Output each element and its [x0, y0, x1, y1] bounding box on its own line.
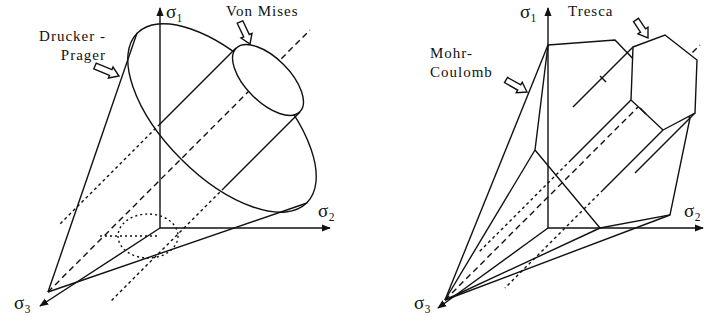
pointer-arrow — [505, 77, 528, 92]
prism-edge — [573, 47, 633, 107]
surface-label: Von Mises — [226, 2, 299, 21]
tick — [600, 76, 606, 82]
cylinder-edge — [60, 124, 160, 224]
axis — [548, 227, 703, 228]
axis — [547, 8, 548, 228]
cylinder-edge — [224, 112, 300, 188]
axis-label: σ₃ — [414, 292, 431, 314]
axis-label: σ₁ — [520, 1, 537, 23]
pyramid-edge — [445, 228, 600, 300]
tick — [640, 108, 646, 114]
pyramid-edge — [445, 150, 535, 300]
cone-edge — [48, 33, 137, 292]
axis — [160, 227, 330, 228]
prism-edge — [505, 190, 603, 288]
cone-edge — [48, 203, 307, 292]
pyramid-edge — [445, 215, 670, 300]
pointer-arrow — [94, 63, 119, 78]
cone-end — [96, 0, 348, 244]
surface-label: Tresca — [568, 2, 613, 21]
surface-label: Mohr- Coulomb — [430, 44, 508, 82]
cylinder-end — [221, 33, 316, 128]
pointer-arrow — [237, 21, 252, 44]
cylinder-edge — [110, 188, 224, 302]
axis — [159, 8, 160, 228]
dotted-line — [100, 235, 160, 236]
prism-edge — [478, 160, 571, 253]
prism-edge — [571, 100, 631, 160]
axis-label: σ₃ — [14, 292, 31, 314]
prism-end — [631, 35, 697, 130]
axis-label: σ₂ — [318, 200, 335, 222]
axis-label: σ₁ — [166, 1, 183, 23]
prism-edge — [603, 130, 663, 190]
surface-label: Drucker - Prager — [8, 27, 106, 65]
pointer-arrow — [634, 18, 649, 38]
cylinder-edge — [160, 48, 236, 124]
axis-label: σ₂ — [684, 200, 701, 222]
pyramid-edge — [445, 45, 548, 300]
